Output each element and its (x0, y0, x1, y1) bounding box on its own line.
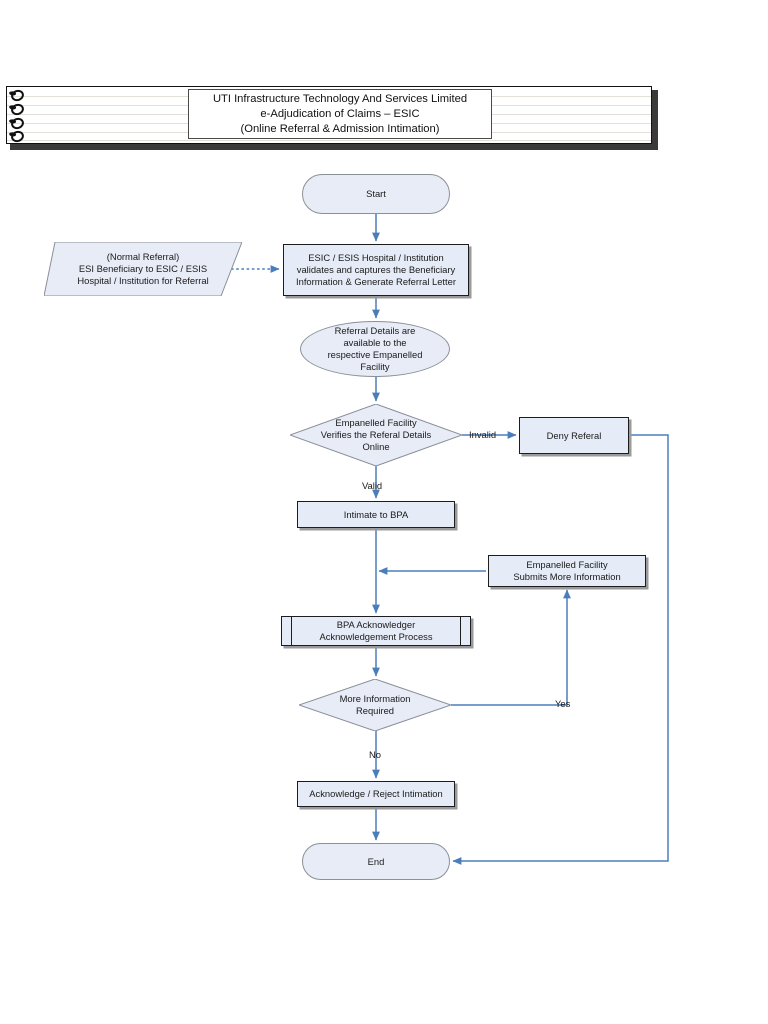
node-referral-details-label: Referral Details are available to the re… (327, 325, 423, 372)
document-header-banner: UTI Infrastructure Technology And Servic… (6, 86, 658, 150)
edge-deny-to-end (452, 434, 669, 865)
node-referral-details-available[interactable]: Referral Details are available to the re… (300, 321, 450, 377)
header-title-line-3: (Online Referral & Admission Intimation) (240, 123, 440, 135)
node-intimate-to-bpa[interactable]: Intimate to BPA (297, 501, 455, 528)
header-title-line-2: e-Adjudication of Claims – ESIC (260, 108, 420, 120)
node-normal-referral[interactable]: (Normal Referral) ESI Beneficiary to ESI… (44, 242, 242, 296)
node-start-label: Start (366, 188, 386, 200)
trapezoid-shape (44, 242, 242, 296)
subroutine-bar-left (291, 617, 293, 645)
diamond-shape (299, 679, 451, 731)
node-bpa-acknowledger[interactable]: BPA Acknowledger Acknowledgement Process (281, 616, 471, 646)
node-verify-referral-label: Empanelled Facility Verifies the Referal… (320, 417, 432, 452)
subroutine-bar-right (459, 617, 461, 645)
header-title-line-1: UTI Infrastructure Technology And Servic… (212, 93, 468, 105)
node-verify-referral-decision[interactable]: Empanelled Facility Verifies the Referal… (290, 404, 462, 466)
node-esic-validates-label: ESIC / ESIS Hospital / Institution valid… (296, 252, 456, 287)
node-normal-referral-label: (Normal Referral) ESI Beneficiary to ESI… (77, 251, 209, 286)
node-more-info-required-label: More Information Required (339, 693, 411, 716)
edge-label-yes: Yes (555, 698, 571, 709)
diamond-shape (290, 404, 462, 466)
node-bpa-acknowledger-label: BPA Acknowledger Acknowledgement Process (319, 619, 433, 642)
node-acknowledge-reject-intimation[interactable]: Acknowledge / Reject Intimation (297, 781, 455, 807)
node-esic-validates[interactable]: ESIC / ESIS Hospital / Institution valid… (283, 244, 469, 296)
node-submits-more-info[interactable]: Empanelled Facility Submits More Informa… (488, 555, 646, 587)
edge-label-no: No (369, 749, 381, 760)
notebook-sheet: UTI Infrastructure Technology And Servic… (6, 86, 652, 144)
node-deny-referal[interactable]: Deny Referal (519, 417, 629, 454)
node-end[interactable]: End (302, 843, 450, 880)
header-title-box: UTI Infrastructure Technology And Servic… (188, 89, 492, 139)
node-deny-referal-label: Deny Referal (546, 429, 602, 441)
edge-label-invalid: Invalid (469, 429, 497, 440)
ruled-line (7, 140, 651, 141)
node-acknowledge-reject-label: Acknowledge / Reject Intimation (309, 788, 443, 800)
node-intimate-to-bpa-label: Intimate to BPA (343, 508, 409, 520)
edge-moreinfo-yes-to-submits (451, 589, 571, 706)
node-end-label: End (367, 855, 385, 867)
node-submits-more-info-label: Empanelled Facility Submits More Informa… (513, 559, 621, 582)
edge-label-valid: Valid (362, 480, 383, 491)
node-start[interactable]: Start (302, 174, 450, 214)
node-more-info-required-decision[interactable]: More Information Required (299, 679, 451, 731)
